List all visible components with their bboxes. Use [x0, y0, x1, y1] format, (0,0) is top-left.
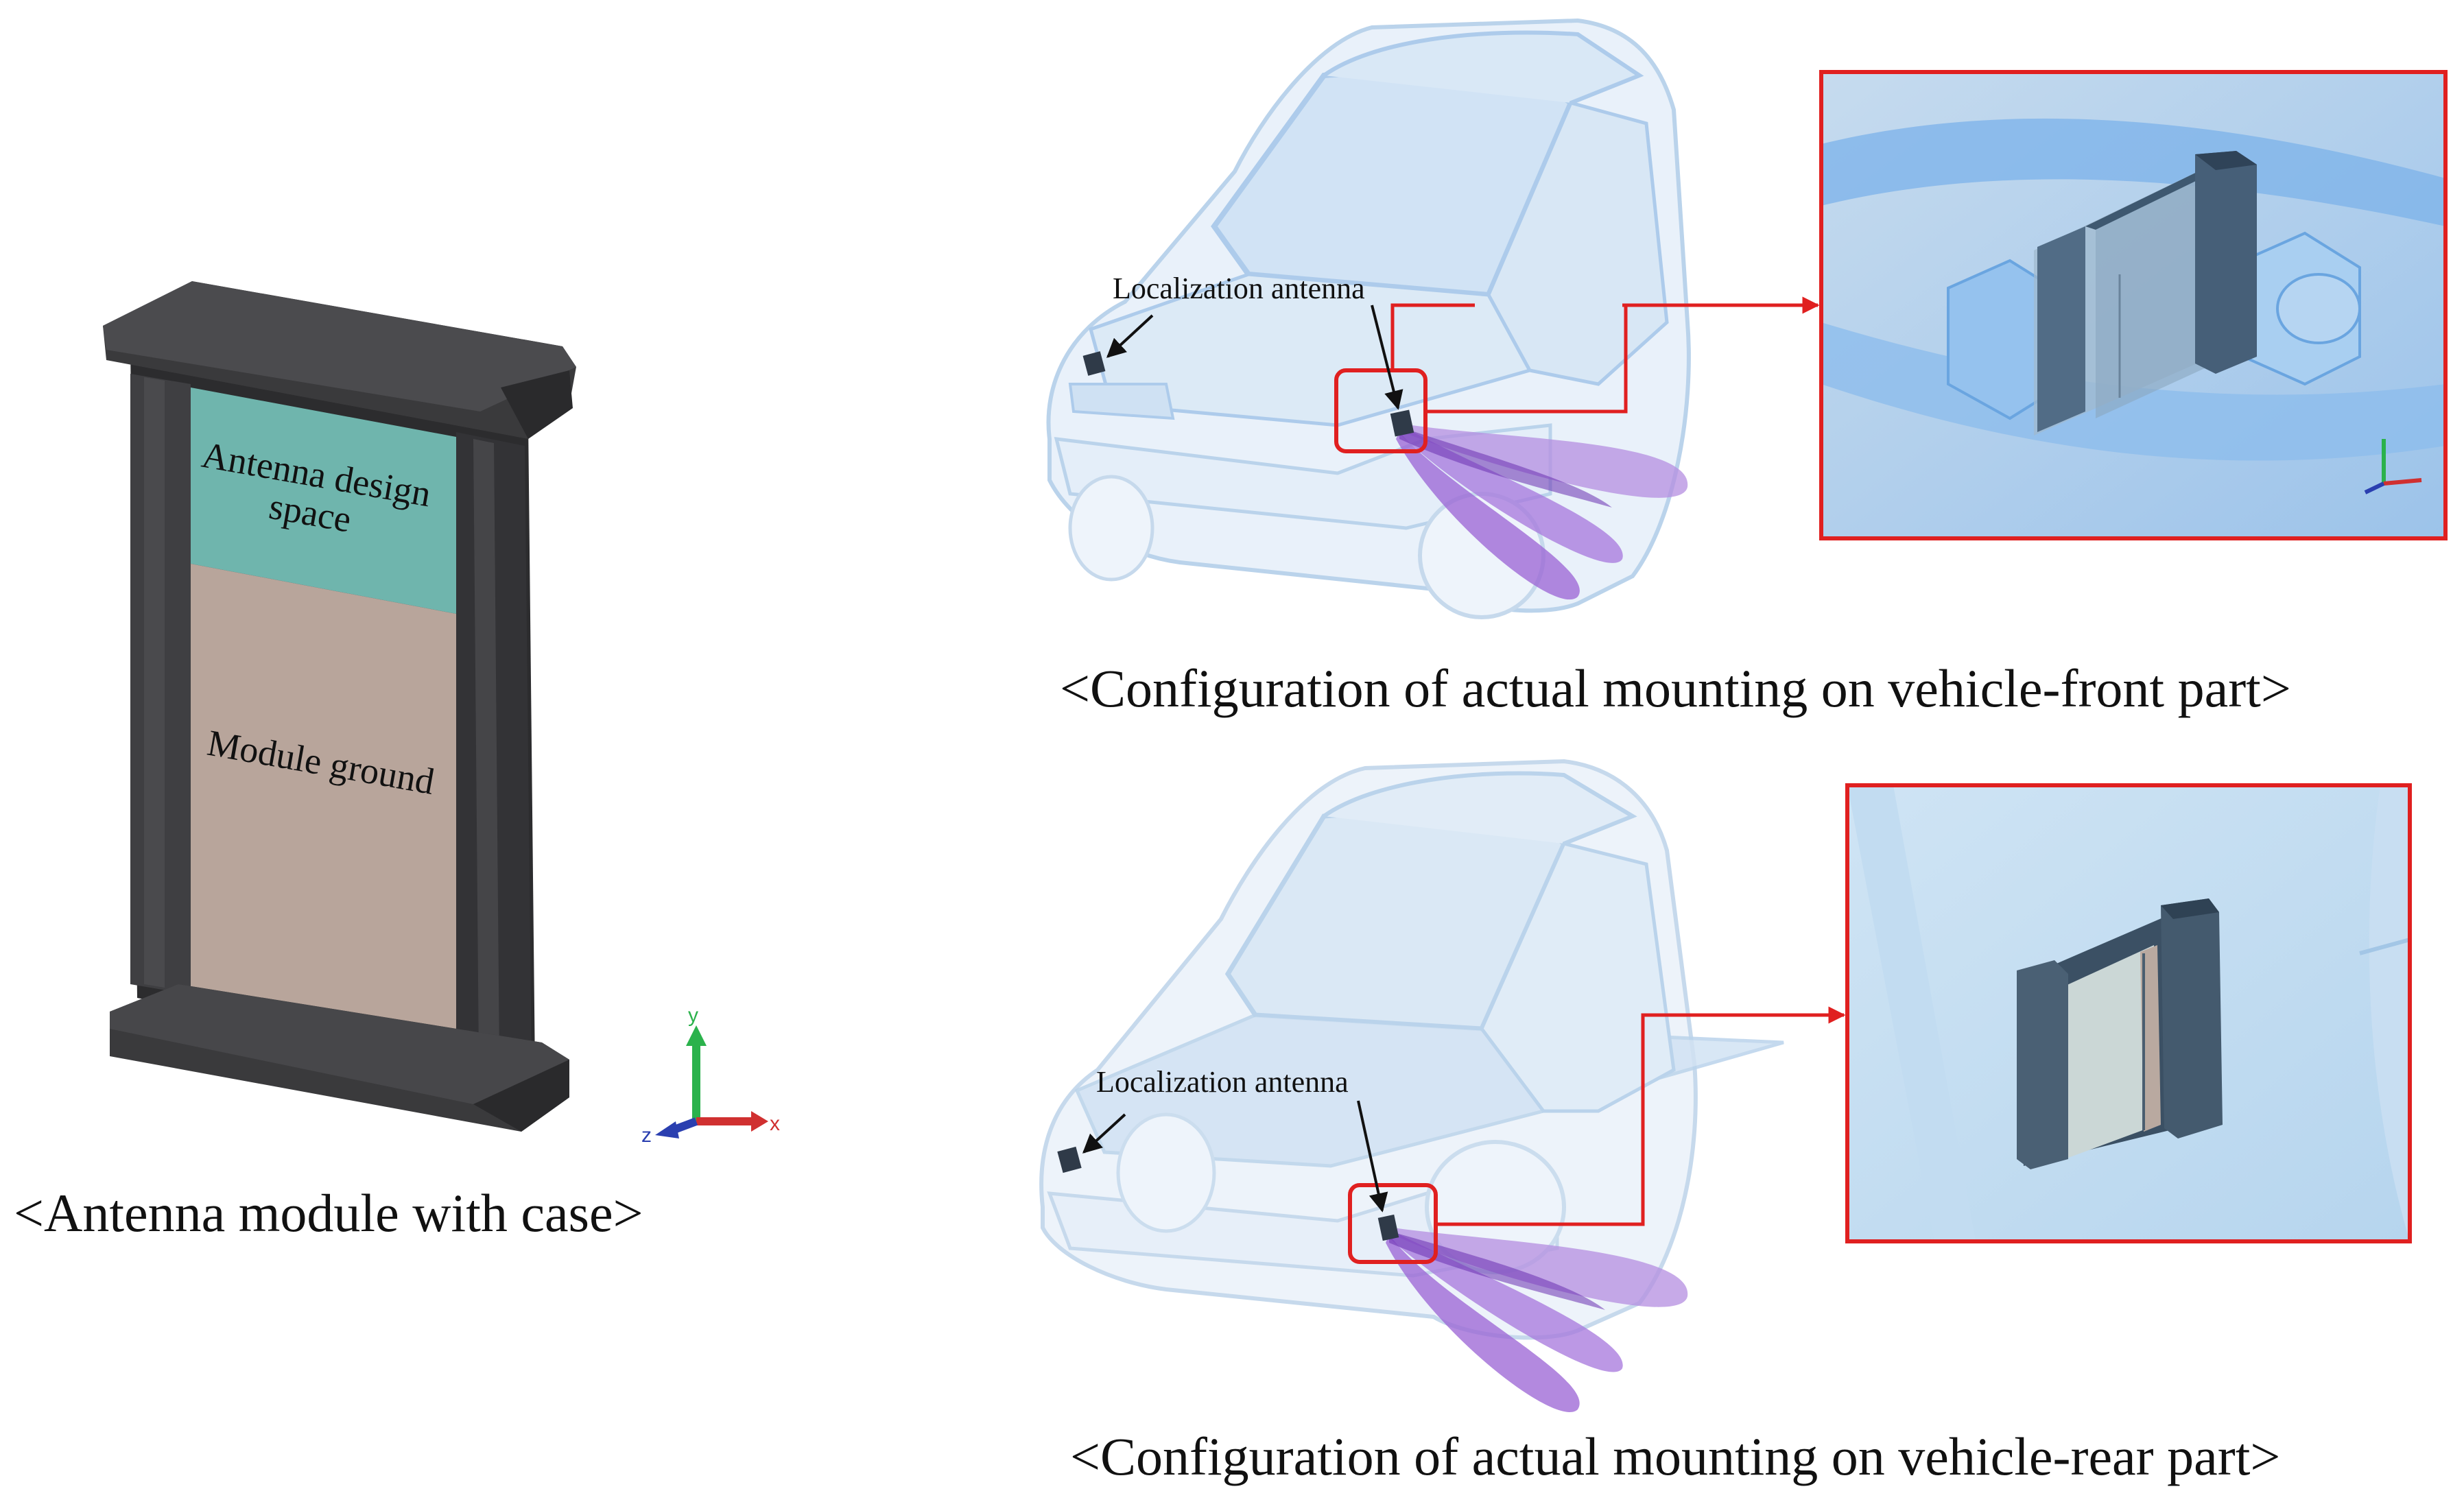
rear-zoom-inset [1845, 783, 2412, 1243]
rear-radiation-beam [1386, 1228, 1688, 1412]
design-space-panel [191, 388, 456, 614]
rear-left-antenna [1057, 1146, 1082, 1173]
rear-callout-label: Localization antenna [1096, 1065, 1349, 1099]
front-zoom-inset [1819, 70, 2448, 540]
rear-caption: <Configuration of actual mounting on veh… [1070, 1427, 2280, 1486]
front-callout-label: Localization antenna [1113, 272, 1365, 305]
rear-connector-line [1436, 1006, 1846, 1226]
axis-label-y: y [688, 1004, 698, 1027]
ground-panel [191, 564, 456, 1042]
axis-label-x: x [770, 1112, 780, 1135]
module-caption: <Antenna module with case> [14, 1183, 643, 1243]
front-connector-line [1390, 303, 1475, 370]
vehicle-rear-view [1039, 759, 1784, 1340]
antenna-module-3d: Antenna design space Module ground [103, 281, 576, 1132]
front-center-antenna [1390, 409, 1414, 437]
axis-triad-left: y x z [641, 1004, 780, 1147]
front-caption: <Configuration of actual mounting on veh… [1060, 658, 2291, 718]
axis-label-z: z [641, 1124, 652, 1147]
front-left-antenna [1082, 351, 1106, 376]
front-radiation-beam [1396, 424, 1688, 600]
rear-center-antenna [1377, 1214, 1399, 1241]
